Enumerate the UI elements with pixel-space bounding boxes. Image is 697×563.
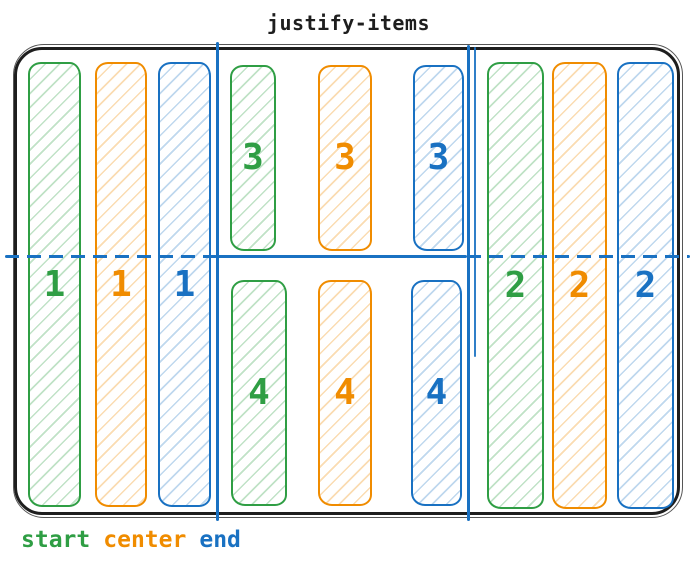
legend-center-label: center [103,527,187,553]
grid-column-line-1 [216,42,219,521]
grid-row-line-left-segment [5,255,217,258]
grid-item-1-start: 1 [28,62,81,507]
grid-item-4-center: 4 [318,280,372,506]
item-label: 3 [242,137,264,178]
grid-item-3-center: 3 [318,65,372,251]
grid-item-2-center: 2 [552,62,607,509]
item-label: 4 [248,372,270,413]
grid-item-3-end: 3 [413,65,464,251]
item-label: 2 [504,264,527,306]
grid-row-line-right-segment [467,255,690,258]
item-label: 3 [334,137,356,178]
grid-row-line-middle-segment [217,255,467,258]
grid-item-2-end: 2 [617,62,674,509]
item-label: 3 [427,137,450,178]
grid-column-line-2-double-stroke [474,47,476,357]
legend-end-label: end [199,527,241,553]
item-label: 2 [568,264,591,306]
item-label: 4 [425,372,448,413]
legend-start-label: start [21,527,91,553]
grid-item-4-start: 4 [231,280,287,506]
grid-item-2-start: 2 [487,62,544,509]
grid-item-1-end: 1 [158,62,211,507]
grid-item-1-center: 1 [95,62,147,507]
alignment-legend: start center end [21,527,241,553]
item-label: 1 [43,263,66,305]
item-label: 1 [110,263,132,305]
grid-item-4-end: 4 [411,280,462,506]
grid-column-line-2 [467,45,470,521]
item-label: 2 [634,264,657,306]
diagram-title: justify-items [266,11,431,35]
grid-row-line [5,255,690,258]
grid-item-3-start: 3 [230,65,276,251]
item-label: 1 [173,263,196,305]
item-label: 4 [334,372,356,413]
